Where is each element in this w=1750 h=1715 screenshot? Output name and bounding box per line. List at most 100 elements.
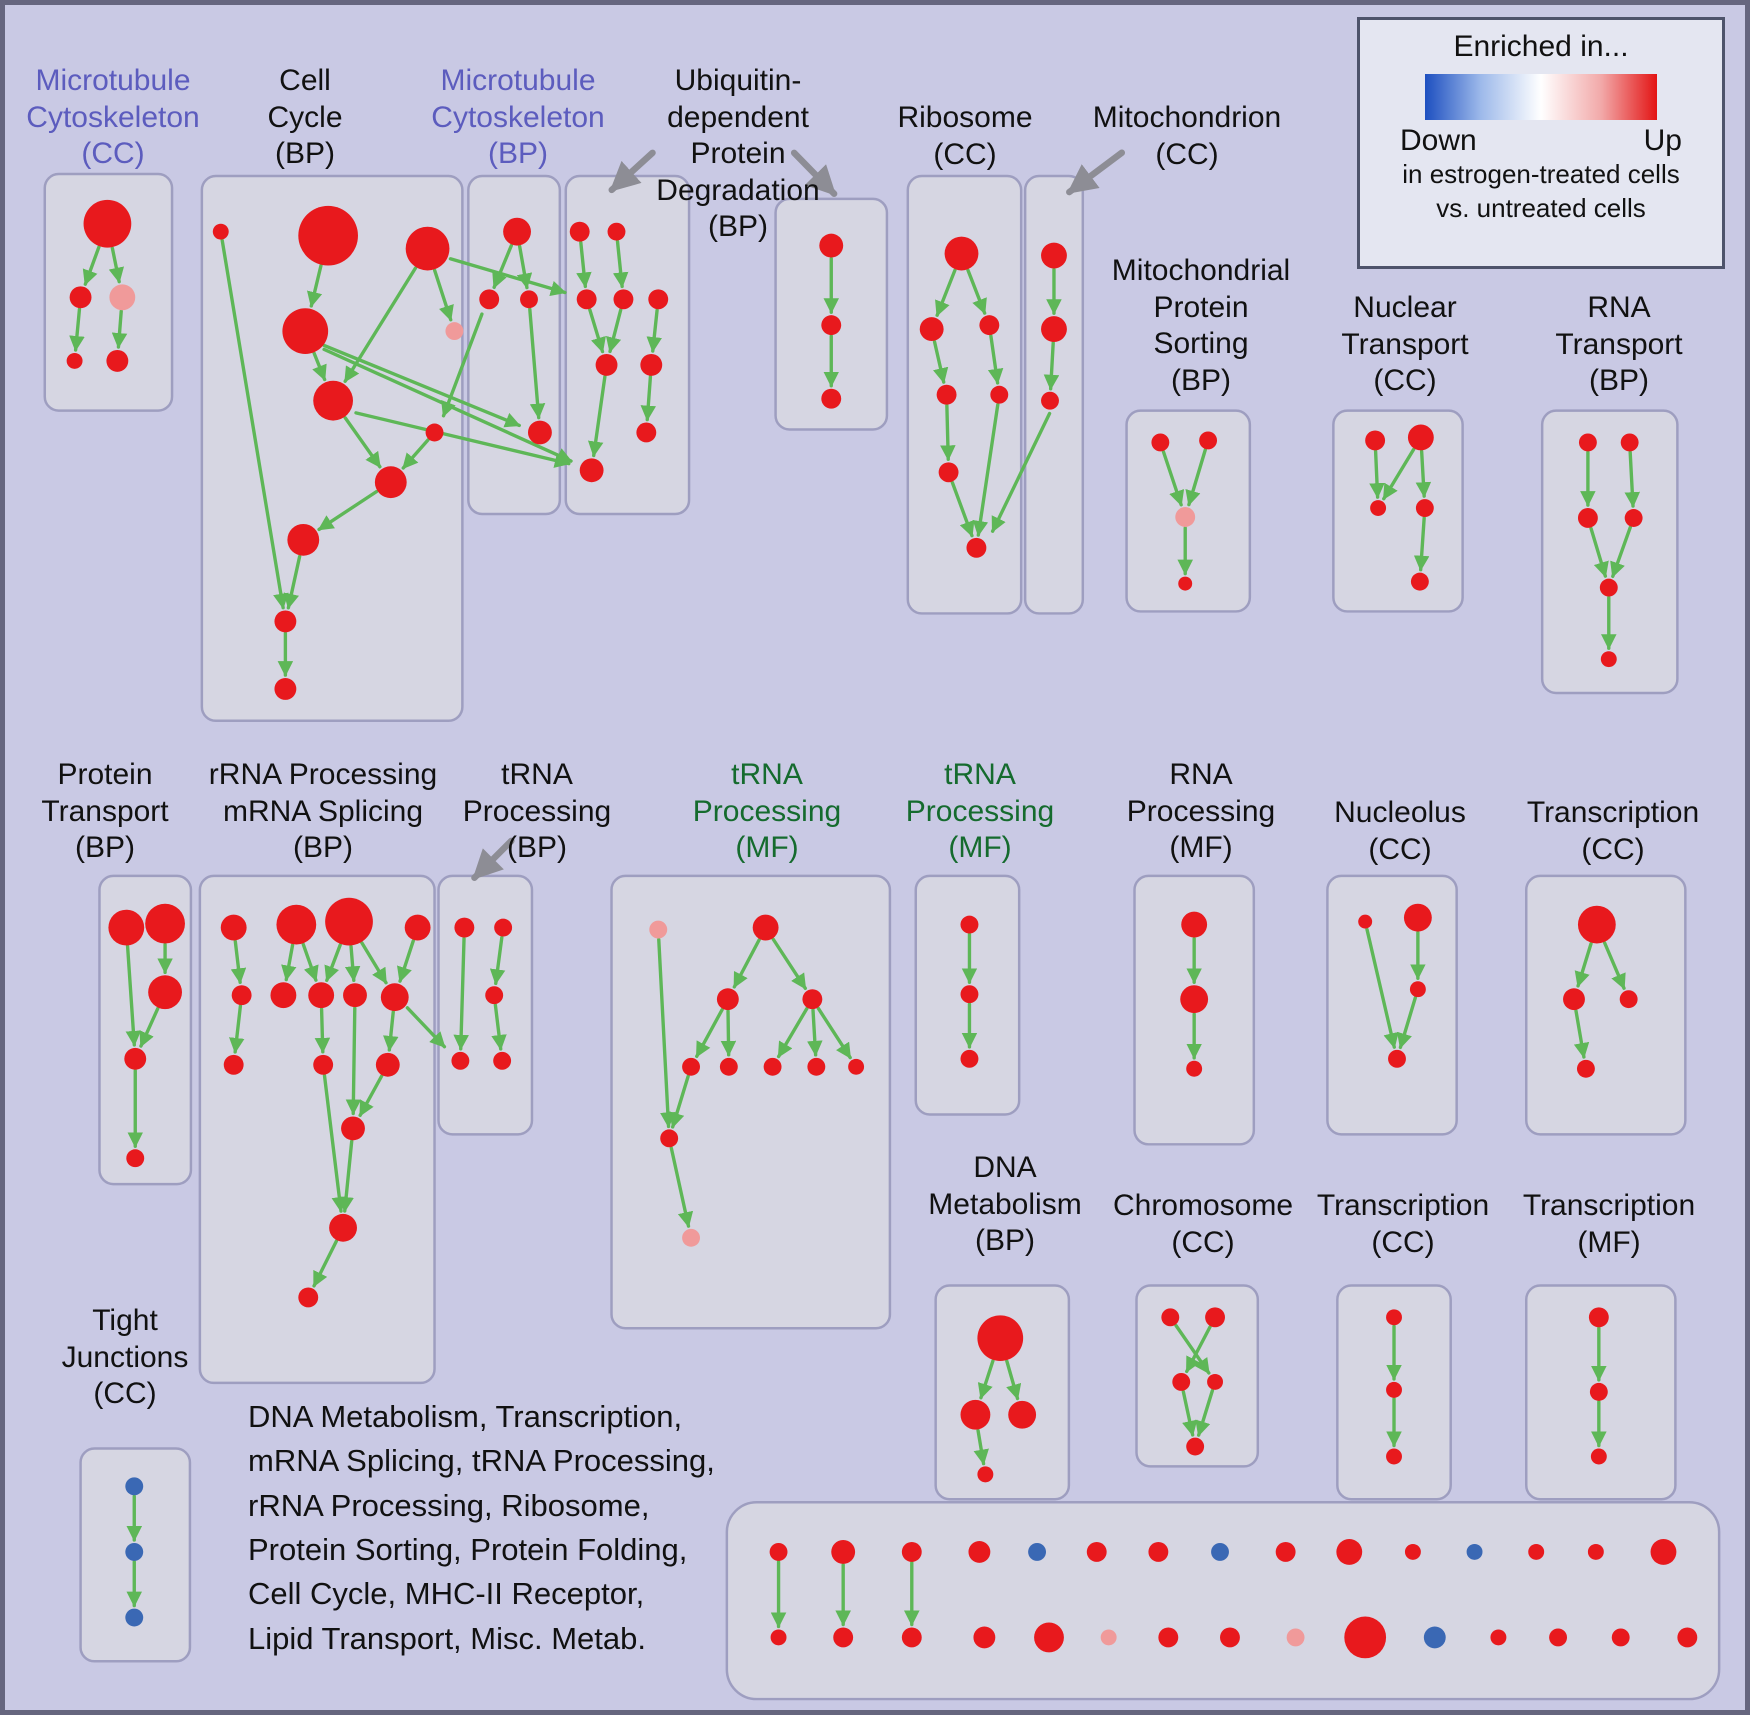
gene-set-node-blue xyxy=(125,1608,144,1627)
gene-set-node-red xyxy=(1619,990,1638,1009)
edge-arrow xyxy=(588,308,606,354)
gene-set-node-red xyxy=(108,909,145,946)
group-box-protein-transport-bp xyxy=(98,874,193,1186)
gene-set-node-red xyxy=(1386,1309,1402,1326)
edge-arrow xyxy=(82,245,101,286)
gene-set-node-red xyxy=(960,985,979,1004)
gene-set-node-red xyxy=(145,903,185,944)
gene-set-node-red xyxy=(1549,1628,1568,1647)
gene-set-node-pink xyxy=(1175,507,1196,527)
gene-set-node-red xyxy=(313,1054,334,1075)
gene-set-node-red xyxy=(1611,1628,1630,1647)
edge-arrow xyxy=(230,939,247,985)
gene-set-node-red xyxy=(69,286,92,309)
edge-arrow xyxy=(1602,941,1626,990)
gene-set-node-blue xyxy=(1423,1626,1446,1649)
group-box-cell-cycle-bp xyxy=(200,174,464,723)
gene-set-node-red xyxy=(493,1051,512,1070)
gene-set-node-red xyxy=(1578,433,1597,452)
gene-set-node-red xyxy=(960,1049,979,1068)
edge-arrow xyxy=(669,1074,690,1129)
gene-set-node-blue xyxy=(1211,1542,1229,1561)
gene-set-node-red xyxy=(106,349,129,372)
gene-set-node-red xyxy=(648,289,669,310)
edge-arrow xyxy=(646,308,662,353)
gene-set-node-red xyxy=(1588,1307,1609,1328)
edge-arrow xyxy=(1382,447,1416,501)
group-label-rrna-processing-mrna-splicing-bp: rRNA Processing mRNA Splicing (BP) xyxy=(208,758,438,865)
legend: Enriched in... Down Up in estrogen-treat… xyxy=(1357,17,1725,269)
gene-set-node-red xyxy=(1600,651,1617,668)
gene-set-node-red xyxy=(1620,433,1639,452)
gene-set-node-red xyxy=(1034,1622,1064,1653)
edge-arrow xyxy=(935,268,957,317)
gene-set-node-pink xyxy=(1286,1628,1305,1647)
gene-set-node-red xyxy=(343,983,367,1008)
legend-subtitle-2: vs. untreated cells xyxy=(1436,192,1646,223)
gene-set-node-red xyxy=(1205,1307,1225,1328)
edge-arrow xyxy=(111,309,128,349)
gene-set-node-red xyxy=(1358,914,1373,929)
gene-set-node-red xyxy=(451,1051,470,1070)
gene-set-node-red xyxy=(763,1057,782,1076)
edge-arrow xyxy=(343,266,418,383)
gene-set-node-red xyxy=(821,388,842,409)
edge-arrow xyxy=(491,1003,507,1051)
group-box-nuclear-transport-cc xyxy=(1332,409,1464,613)
cross-edge-arrow xyxy=(448,257,567,296)
gene-set-node-red xyxy=(274,610,297,633)
gene-set-node-red xyxy=(973,1626,996,1649)
cross-edge-arrow xyxy=(405,1006,447,1049)
gene-set-node-red xyxy=(636,422,657,443)
gene-set-node-blue xyxy=(1466,1543,1483,1560)
label-pointer-arrow xyxy=(1066,149,1126,196)
gene-set-node-red xyxy=(1180,985,1209,1014)
gene-set-node-red xyxy=(1186,1437,1205,1456)
gene-set-node-red xyxy=(682,1057,701,1076)
gene-set-node-red xyxy=(220,914,247,941)
gene-set-node-red xyxy=(479,289,500,310)
gene-set-node-red xyxy=(494,918,513,937)
gene-set-node-red xyxy=(1677,1627,1698,1648)
group-box-trna-processing-bp xyxy=(437,874,534,1136)
edge-arrow xyxy=(1005,1359,1022,1401)
gene-set-node-red xyxy=(325,897,373,946)
gene-set-node-red xyxy=(1161,1308,1180,1327)
group-label-ribosome-cc: Ribosome (CC) xyxy=(897,101,1033,171)
edge-arrow xyxy=(1043,341,1060,391)
gene-set-node-red xyxy=(1199,431,1218,450)
gene-set-node-red xyxy=(1172,1372,1191,1391)
gene-set-node-red xyxy=(938,462,959,483)
edge-arrow xyxy=(281,943,297,982)
legend-axis-labels: Down Up xyxy=(1360,124,1722,158)
gene-set-node-red xyxy=(821,315,842,336)
edge-arrow xyxy=(401,438,430,470)
gene-set-node-red xyxy=(287,523,320,556)
legend-subtitle-1: in estrogen-treated cells xyxy=(1402,159,1680,189)
edge-arrow xyxy=(220,238,289,610)
gene-set-node-red xyxy=(282,308,329,354)
gene-set-node-red xyxy=(374,466,407,499)
gene-set-node-blue xyxy=(1028,1542,1047,1561)
gene-set-node-red xyxy=(1410,572,1429,591)
group-label-cell-cycle-bp: Cell Cycle (BP) xyxy=(267,64,343,171)
gene-set-node-red xyxy=(308,982,335,1009)
gene-set-node-red xyxy=(1577,508,1598,528)
gene-set-node-red xyxy=(231,985,252,1006)
group-label-trna-processing-mf-1: tRNA Processing (MF) xyxy=(692,758,842,865)
gene-set-node-red xyxy=(979,315,1000,336)
gene-set-node-red xyxy=(313,380,353,421)
edge-arrow xyxy=(966,268,987,315)
group-label-chromosome-cc: Chromosome (CC) xyxy=(1112,1189,1294,1259)
edge-arrow xyxy=(669,1146,694,1228)
group-label-microtubule-cytoskeleton-bp: Microtubule Cytoskeleton (BP) xyxy=(431,64,605,171)
edge-arrow xyxy=(312,351,327,382)
group-label-microtubule-cytoskeleton-cc: Microtubule Cytoskeleton (CC) xyxy=(26,64,200,171)
edge-arrow xyxy=(432,268,454,322)
group-label-tight-junctions-cc: Tight Junctions (CC) xyxy=(61,1304,189,1411)
gene-set-node-red xyxy=(404,914,431,941)
cross-edge-arrow xyxy=(990,411,1052,533)
edge-arrow xyxy=(1415,449,1432,498)
gene-set-node-red xyxy=(595,353,618,376)
gene-set-node-red xyxy=(520,290,538,309)
